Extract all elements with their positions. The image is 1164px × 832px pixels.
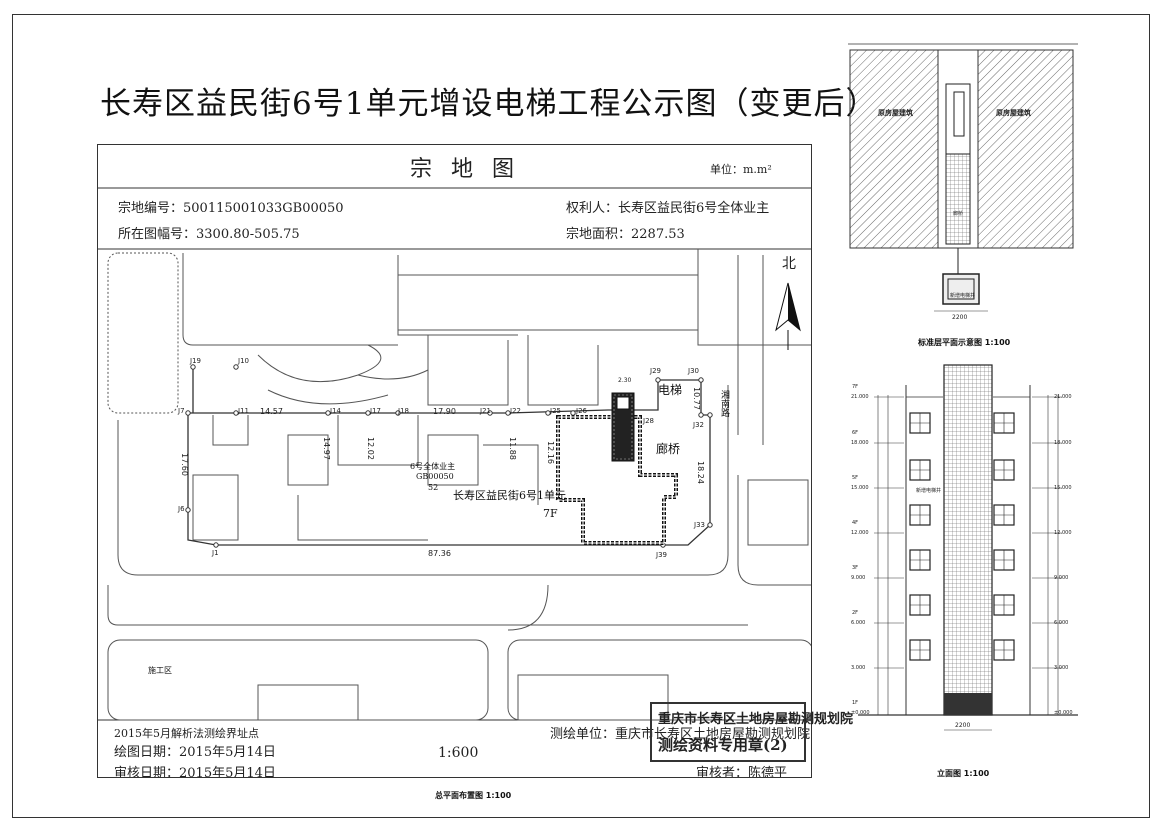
level-label: 9.000 bbox=[1054, 575, 1069, 581]
elevation-shaft-label: 新增电梯井 bbox=[916, 488, 942, 494]
area-field: 宗地面积：2287.53 bbox=[566, 227, 685, 242]
floor-plan-caption: 标准层平面示意图 1:100 bbox=[918, 338, 1011, 347]
dimension-label: 18.24 bbox=[696, 461, 705, 484]
floor-label: 2F bbox=[852, 610, 859, 616]
elevator-label: 电梯 bbox=[658, 383, 683, 397]
level-label: 6.000 bbox=[851, 620, 866, 626]
north-label: 北 bbox=[782, 256, 796, 272]
point-label: J18 bbox=[398, 407, 409, 415]
site-plan-caption: 总平面布置图 1:100 bbox=[435, 791, 512, 800]
floor-plan-right-label: 原房屋建筑 bbox=[996, 109, 1031, 117]
cadastral-map-graphic bbox=[98, 187, 811, 721]
floor-label: 1F bbox=[852, 700, 859, 706]
floor-plan-width: 2200 bbox=[952, 314, 968, 321]
street-label: 湘南路 bbox=[719, 390, 729, 417]
point-label: J26 bbox=[576, 407, 587, 415]
parcel-code: GB00050 bbox=[416, 472, 454, 481]
map-scale: 1:600 bbox=[438, 745, 479, 761]
point-label: J32 bbox=[693, 421, 704, 429]
stamp-line-2: 测绘资料专用章(2) bbox=[658, 736, 788, 754]
level-label: 18.000 bbox=[1054, 440, 1072, 446]
parcel-num: 52 bbox=[428, 483, 439, 492]
point-label: J19 bbox=[190, 357, 201, 365]
cadastral-map: 宗 地 图 单位：m.m² 宗地编号：500115001033GB00050 所… bbox=[97, 144, 812, 778]
sheet-number: 所在图幅号：3300.80-505.75 bbox=[118, 227, 300, 242]
check-date: 审核日期：2015年5月14日 bbox=[114, 766, 276, 778]
floor-plan-drawing bbox=[848, 43, 1078, 312]
point-label: J39 bbox=[656, 551, 667, 559]
level-label: 6.000 bbox=[1054, 620, 1069, 626]
level-label: 9.000 bbox=[851, 575, 866, 581]
map-unit: 单位：m.m² bbox=[710, 163, 772, 176]
reviewer: 审核者：陈德平 bbox=[696, 766, 788, 778]
dimension-label: 10.77 bbox=[692, 387, 701, 410]
point-label: J14 bbox=[330, 407, 341, 415]
level-label: 21.000 bbox=[851, 394, 869, 400]
corridor-label: 廊桥 bbox=[656, 442, 681, 456]
level-label: 18.000 bbox=[851, 440, 869, 446]
point-label: J7 bbox=[178, 407, 185, 415]
elevation-width: 2200 bbox=[955, 722, 971, 729]
level-label: ±0.000 bbox=[851, 710, 870, 716]
stamp-line-1: 重庆市长寿区土地房屋勘测规划院 bbox=[658, 712, 854, 727]
level-label: 12.000 bbox=[851, 530, 869, 536]
point-label: J33 bbox=[694, 521, 705, 529]
level-label: 15.000 bbox=[851, 485, 869, 491]
map-heading: 宗 地 图 bbox=[410, 157, 520, 182]
drawing-frame bbox=[12, 14, 1150, 818]
level-label: 3.000 bbox=[851, 665, 866, 671]
point-label: J25 bbox=[550, 407, 561, 415]
dimension-label: 17.90 bbox=[433, 407, 456, 416]
level-label: ±0.000 bbox=[1054, 710, 1073, 716]
point-label: J1 bbox=[212, 549, 219, 557]
dimension-label: 14.97 bbox=[322, 437, 331, 460]
point-label: J22 bbox=[510, 407, 521, 415]
level-label: 3.000 bbox=[1054, 665, 1069, 671]
drawing-title: 长寿区益民街6号1单元增设电梯工程公示图（变更后） bbox=[100, 86, 878, 122]
floor-label: 4F bbox=[852, 520, 859, 526]
floor-label: 5F bbox=[852, 475, 859, 481]
point-label: J17 bbox=[370, 407, 381, 415]
floor-label: 3F bbox=[852, 565, 859, 571]
elevation-caption: 立面图 1:100 bbox=[937, 769, 990, 778]
building-floors: 7F bbox=[543, 507, 558, 520]
point-label: J10 bbox=[238, 357, 249, 365]
elevation-drawing bbox=[858, 364, 1078, 731]
level-label: 15.000 bbox=[1054, 485, 1072, 491]
building-label: 长寿区益民街6号1单元 bbox=[453, 489, 566, 502]
dimension-label: 2.30 bbox=[618, 377, 632, 384]
point-label: J6 bbox=[178, 505, 185, 513]
dimension-label: 12.16 bbox=[546, 441, 555, 464]
level-label: 21.000 bbox=[1054, 394, 1072, 400]
yard-label: 施工区 bbox=[148, 666, 172, 675]
level-label: 12.000 bbox=[1054, 530, 1072, 536]
point-label: J21 bbox=[480, 407, 491, 415]
survey-method: 2015年5月解析法测绘界址点 bbox=[114, 727, 259, 740]
parcel-number: 宗地编号：500115001033GB00050 bbox=[118, 201, 344, 216]
floor-label: 7F bbox=[852, 384, 859, 390]
floor-plan-corridor: 廊桥 bbox=[953, 211, 964, 217]
point-label: J30 bbox=[688, 367, 699, 375]
dimension-label: 17.60 bbox=[180, 453, 189, 476]
point-label: J11 bbox=[238, 407, 249, 415]
owner-field: 权利人：长寿区益民街6号全体业主 bbox=[566, 201, 770, 216]
floor-plan-left-label: 原房屋建筑 bbox=[878, 109, 913, 117]
point-label: J28 bbox=[643, 417, 654, 425]
floor-plan-shaft: 新增电梯井 bbox=[950, 293, 976, 299]
dimension-label: 12.02 bbox=[366, 437, 375, 460]
dimension-label: 11.88 bbox=[508, 437, 517, 460]
dimension-label: 87.36 bbox=[428, 549, 451, 558]
floor-label: 6F bbox=[852, 430, 859, 436]
dimension-label: 14.57 bbox=[260, 407, 283, 416]
point-label: J29 bbox=[650, 367, 661, 375]
survey-stamp: 重庆市长寿区土地房屋勘测规划院 测绘资料专用章(2) bbox=[650, 702, 853, 762]
survey-unit: 测绘单位：重庆市长寿区土地房屋勘测规划院 bbox=[550, 727, 811, 742]
parcel-owner: 6号全体业主 bbox=[410, 462, 456, 471]
draw-date: 绘图日期：2015年5月14日 bbox=[114, 745, 276, 760]
